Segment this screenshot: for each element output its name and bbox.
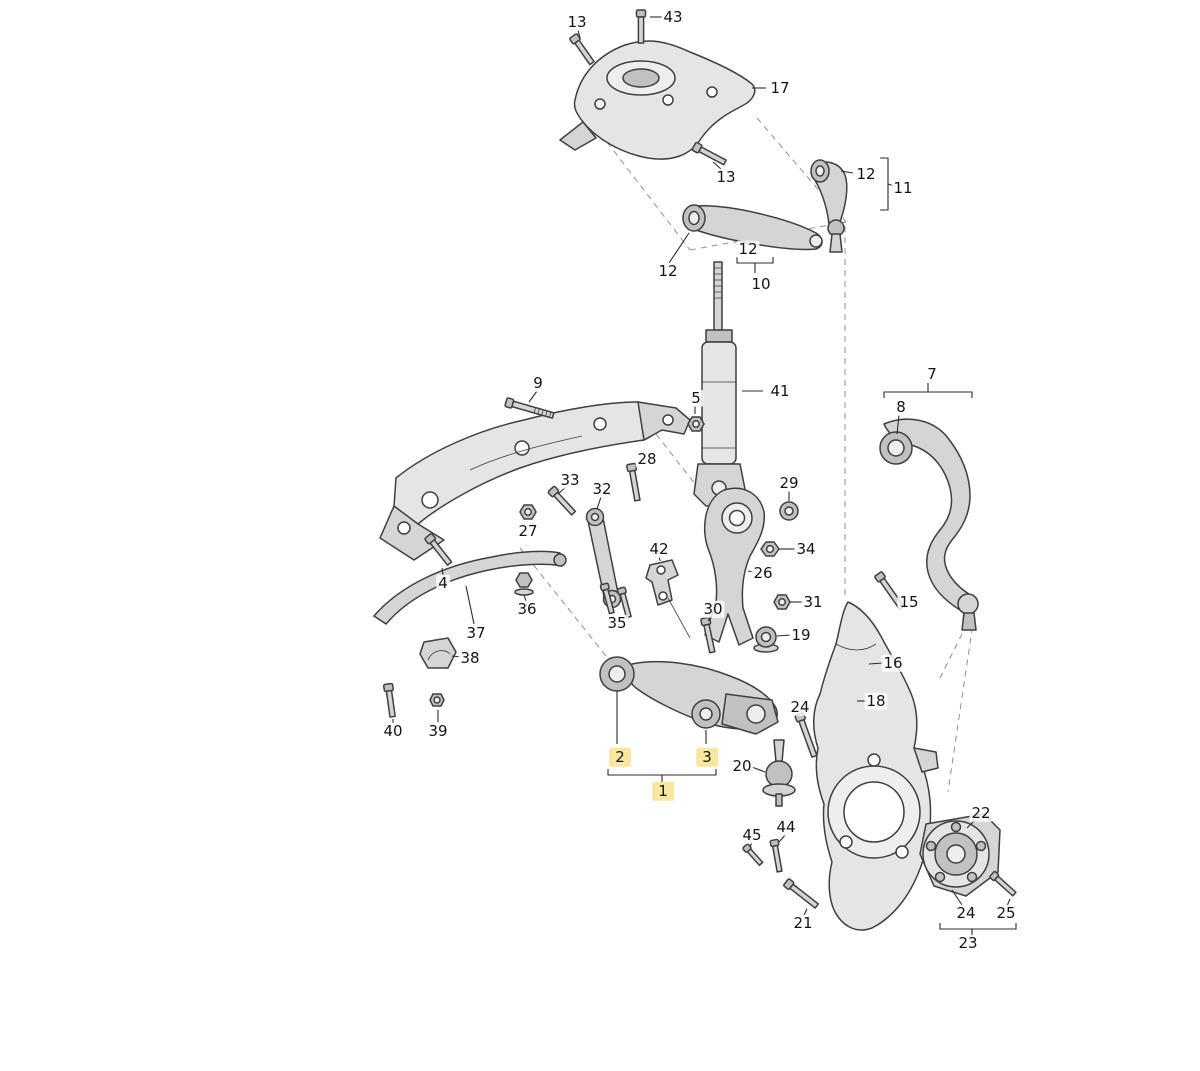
part-callout-5[interactable]: 5 [689, 388, 703, 407]
bolt-21-part [783, 878, 820, 909]
nut-31-hole [778, 598, 786, 606]
part-callout-32[interactable]: 32 [590, 479, 614, 498]
part-callout-45[interactable]: 45 [740, 825, 764, 844]
bolt-13-top-part [569, 33, 595, 66]
part-callout-33[interactable]: 33 [558, 470, 582, 489]
steering-knuckle-part [813, 601, 939, 931]
bolt-33-part [547, 485, 577, 516]
bolt-13-mid-part [691, 141, 727, 166]
curved-control-arm-part [879, 418, 979, 631]
part-callout-28[interactable]: 28 [635, 449, 659, 468]
part-callout-12[interactable]: 12 [736, 239, 760, 258]
nut-34-hole [765, 544, 775, 554]
part-callout-3[interactable]: 3 [696, 747, 718, 767]
part-callout-12[interactable]: 12 [854, 164, 878, 183]
bolt-43-part [635, 9, 647, 44]
part-callout-35[interactable]: 35 [605, 613, 629, 632]
part-callout-24[interactable]: 24 [954, 903, 978, 922]
nut-39-hole [433, 696, 441, 704]
upper-control-arm-rear-part [810, 159, 848, 253]
part-callout-19[interactable]: 19 [789, 625, 813, 644]
bolt-30-part [700, 616, 716, 654]
part-callout-42[interactable]: 42 [647, 539, 671, 558]
stabilizer-clamp-38-part [419, 637, 457, 669]
bushing-19-hole [760, 631, 772, 643]
part-callout-20[interactable]: 20 [730, 756, 754, 775]
part-callout-26[interactable]: 26 [751, 563, 775, 582]
part-callout-13[interactable]: 13 [714, 167, 738, 186]
bolt-4-part [424, 533, 453, 566]
part-callout-9[interactable]: 9 [531, 373, 545, 392]
nut-27-hole [524, 508, 532, 516]
part-callout-8[interactable]: 8 [894, 397, 908, 416]
part-callout-43[interactable]: 43 [661, 7, 685, 26]
bushing-29-hole [784, 506, 794, 516]
bolt-35a-part [599, 582, 615, 615]
bolt-40-part [382, 682, 396, 718]
part-callout-39[interactable]: 39 [426, 721, 450, 740]
part-callout-1[interactable]: 1 [652, 781, 674, 801]
part-callout-30[interactable]: 30 [701, 599, 725, 618]
bracket-42-part [645, 559, 691, 639]
bolt-44-part [769, 838, 783, 873]
part-callout-18[interactable]: 18 [864, 691, 888, 710]
strut-mount-part [559, 40, 756, 160]
upper-control-arm-front-part [682, 204, 823, 251]
part-callout-25[interactable]: 25 [994, 903, 1018, 922]
part-callout-15[interactable]: 15 [897, 592, 921, 611]
part-callout-10[interactable]: 10 [749, 274, 773, 293]
part-callout-16[interactable]: 16 [881, 653, 905, 672]
part-callout-36[interactable]: 36 [515, 599, 539, 618]
bolt-35b-part [616, 586, 632, 619]
part-callout-11[interactable]: 11 [891, 178, 915, 197]
nut-5-hole [692, 420, 700, 428]
part-callout-40[interactable]: 40 [381, 721, 405, 740]
part-callout-2[interactable]: 2 [609, 747, 631, 767]
grouping-brackets [607, 157, 1017, 936]
nut-36-part [515, 572, 533, 588]
part-callout-27[interactable]: 27 [516, 521, 540, 540]
part-callout-12[interactable]: 12 [656, 261, 680, 280]
shock-absorber-part [693, 261, 747, 507]
part-callout-4[interactable]: 4 [436, 573, 450, 592]
part-callout-24[interactable]: 24 [788, 697, 812, 716]
part-callout-13[interactable]: 13 [565, 12, 589, 31]
bolt-9-part [504, 397, 555, 419]
part-callout-44[interactable]: 44 [774, 817, 798, 836]
ball-joint-part [762, 739, 796, 807]
bolt-25-part [989, 870, 1017, 897]
part-callout-38[interactable]: 38 [458, 648, 482, 667]
part-callout-41[interactable]: 41 [768, 381, 792, 400]
part-callout-31[interactable]: 31 [801, 592, 825, 611]
subframe-part [379, 401, 691, 561]
wheel-hub-part [919, 813, 1001, 897]
part-callout-21[interactable]: 21 [791, 913, 815, 932]
part-callout-22[interactable]: 22 [969, 803, 993, 822]
part-callout-23[interactable]: 23 [956, 933, 980, 952]
part-callout-7[interactable]: 7 [925, 364, 939, 383]
part-callout-29[interactable]: 29 [777, 473, 801, 492]
part-callout-17[interactable]: 17 [768, 78, 792, 97]
part-callout-34[interactable]: 34 [794, 539, 818, 558]
screw-45-part [742, 843, 764, 867]
part-callout-37[interactable]: 37 [464, 623, 488, 642]
